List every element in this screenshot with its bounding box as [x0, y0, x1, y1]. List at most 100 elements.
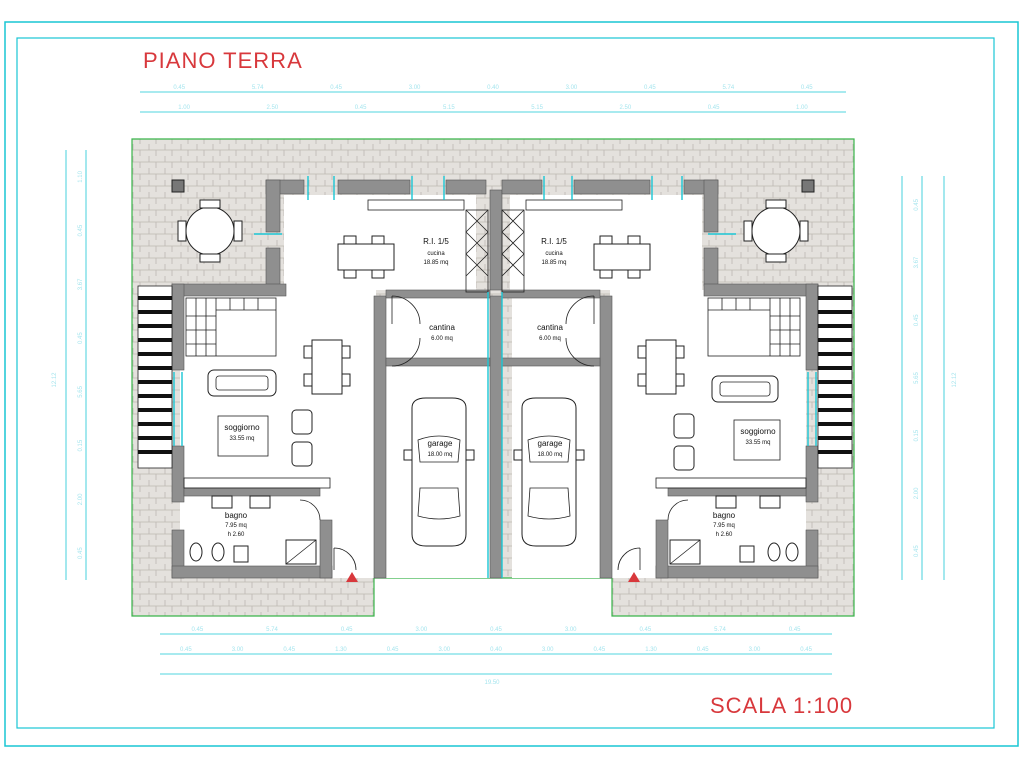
svg-text:cantina: cantina — [537, 323, 563, 332]
right-bath-fixtures — [669, 495, 799, 565]
left-armchairs — [291, 409, 313, 467]
outer-frame — [4, 21, 1019, 747]
svg-text:bagno: bagno — [713, 511, 736, 520]
right-living-label: soggiorno 33.55 mq — [740, 427, 776, 446]
right-cellar-label: cantina 6.00 mq — [537, 323, 563, 342]
dim-label: 1.30 — [645, 647, 657, 653]
left-kitchen-table — [337, 235, 395, 279]
dim-label: 3.67 — [914, 256, 920, 268]
right-rug — [733, 419, 781, 461]
dim-label: 0.45 — [78, 332, 84, 344]
svg-text:18.85 mq: 18.85 mq — [541, 260, 566, 266]
dim-label: 0.45 — [387, 647, 399, 653]
right-bath-counter — [655, 477, 807, 489]
left-entrance-marker — [346, 572, 358, 582]
svg-text:soggiorno: soggiorno — [224, 423, 260, 432]
svg-text:18.00 mq: 18.00 mq — [427, 452, 452, 458]
dim-label: 3.00 — [542, 647, 554, 653]
svg-text:33.55 mq: 33.55 mq — [229, 436, 254, 442]
left-exterior-steps — [137, 285, 173, 469]
dim-label: 0.45 — [914, 314, 920, 326]
left-outdoor-table — [177, 199, 243, 263]
right-exterior-steps — [817, 285, 853, 469]
left-stairs — [185, 297, 277, 357]
dim-label: 0.45 — [800, 647, 812, 653]
window-markers — [173, 176, 817, 578]
svg-text:garage: garage — [428, 439, 453, 448]
right-garage-label: garage 18.00 mq — [537, 439, 563, 458]
dim-label: 1.00 — [796, 105, 808, 111]
right-kitchen-counter — [525, 199, 623, 211]
dim-label: 0.45 — [914, 545, 920, 557]
dim-label: 0.45 — [789, 627, 801, 633]
right-sofa — [711, 375, 779, 403]
dim-label: 3.00 — [409, 85, 421, 91]
dim-label: 5.74 — [714, 627, 726, 633]
dim-label: 0.45 — [78, 224, 84, 236]
doors — [299, 295, 689, 571]
right-sofa-cushion — [719, 381, 771, 397]
dim-label: 2.50 — [267, 105, 279, 111]
dim-label: 5.65 — [78, 385, 84, 397]
dim-left-total: 12.12 — [52, 372, 58, 388]
dim-label: 5.74 — [266, 627, 278, 633]
left-car — [403, 397, 475, 547]
dim-label: 0.45 — [191, 627, 203, 633]
svg-text:18.00 mq: 18.00 mq — [537, 452, 562, 458]
dim-label: 0.45 — [341, 627, 353, 633]
inner-frame — [16, 37, 995, 729]
dim-label: 0.45 — [708, 105, 720, 111]
dim-label: 2.00 — [914, 487, 920, 499]
svg-text:soggiorno: soggiorno — [740, 427, 776, 436]
right-walls — [501, 179, 819, 579]
left-bath-counter — [183, 477, 331, 489]
svg-text:6.00 mq: 6.00 mq — [539, 336, 561, 342]
dim-label: 3.00 — [415, 627, 427, 633]
dim-label: 0.45 — [644, 85, 656, 91]
center-shafts — [465, 209, 525, 293]
dim-label: 5.65 — [914, 372, 920, 384]
dim-label: 0.15 — [914, 429, 920, 441]
right-entrance-marker — [628, 572, 640, 582]
svg-text:R.I. 1/5: R.I. 1/5 — [423, 237, 449, 246]
dim-label: 3.00 — [438, 647, 450, 653]
dim-left-column: 1.100.453.670.455.650.152.000.45 — [78, 170, 84, 559]
dim-label: 0.45 — [594, 647, 606, 653]
svg-text:garage: garage — [538, 439, 563, 448]
dim-label: 1.10 — [78, 170, 84, 182]
dim-label: 0.45 — [173, 85, 185, 91]
svg-text:33.55 mq: 33.55 mq — [745, 440, 770, 446]
dim-label: 0.45 — [914, 198, 920, 210]
dim-label: 3.00 — [565, 627, 577, 633]
right-pillar — [801, 179, 815, 193]
svg-text:6.00 mq: 6.00 mq — [431, 336, 453, 342]
right-armchairs — [673, 413, 695, 471]
svg-text:cucina: cucina — [545, 251, 563, 257]
dim-label: 0.45 — [283, 647, 295, 653]
svg-text:18.85 mq: 18.85 mq — [423, 260, 448, 266]
dim-label: 3.00 — [566, 85, 578, 91]
dim-label: 0.45 — [180, 647, 192, 653]
left-pillar — [171, 179, 185, 193]
dim-label: 0.45 — [330, 85, 342, 91]
dim-label: 3.67 — [78, 278, 84, 290]
left-dining-table — [303, 339, 351, 395]
svg-text:7.95 mq: 7.95 mq — [225, 523, 247, 529]
left-garage-label: garage 18.00 mq — [427, 439, 453, 458]
left-sofa-cushion — [215, 375, 269, 391]
svg-text:cantina: cantina — [429, 323, 455, 332]
left-living-label: soggiorno 33.55 mq — [224, 423, 260, 442]
left-kitchen-counter — [367, 199, 465, 211]
left-walls — [171, 179, 503, 579]
scale-label: SCALA 1:100 — [710, 693, 853, 718]
right-kitchen-table — [593, 235, 651, 279]
left-bath-fixtures — [189, 495, 317, 565]
dim-lines — [65, 91, 945, 675]
page-title: PIANO TERRA — [143, 48, 303, 73]
right-bath-label: bagno 7.95 mq h 2.60 — [713, 511, 736, 538]
dim-label: 0.40 — [490, 647, 502, 653]
svg-text:7.95 mq: 7.95 mq — [713, 523, 735, 529]
